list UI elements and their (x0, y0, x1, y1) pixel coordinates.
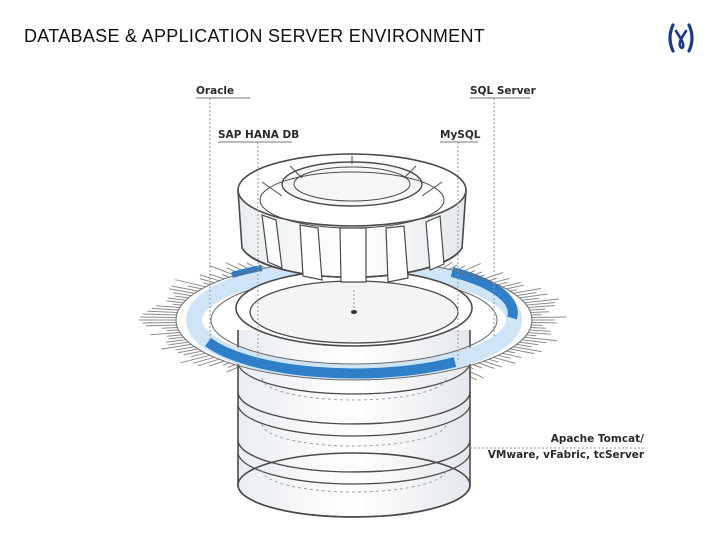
burst-tick (168, 336, 184, 340)
burst-tick (147, 310, 178, 313)
burst-tick (165, 339, 186, 343)
burst-tick (168, 341, 189, 346)
burst-tick (483, 360, 502, 368)
label-oracle: Oracle (196, 85, 234, 97)
burst-tick (183, 350, 202, 356)
burst-tick (531, 316, 567, 318)
burst-tick (140, 316, 177, 318)
burst-tick (528, 305, 555, 308)
burst-tick (442, 261, 453, 269)
burst-tick (513, 288, 541, 294)
burst-tick (528, 332, 551, 335)
burst-tick (526, 334, 537, 337)
burst-tick (506, 350, 516, 354)
burst-tick (199, 278, 215, 284)
label-mysql: MySQL (440, 129, 481, 141)
burst-tick (197, 358, 220, 367)
burst-tick (522, 297, 540, 301)
burst-tick (497, 281, 508, 286)
burst-tick (192, 356, 215, 364)
burst-tick (177, 348, 199, 354)
label-tomcat-line1: Apache Tomcat/ (551, 433, 644, 445)
burst-tick (173, 292, 192, 297)
burst-tick (493, 277, 510, 284)
burst-tick (221, 274, 230, 278)
database-disc (237, 153, 467, 283)
burst-tick (175, 346, 195, 351)
burst-tick (524, 336, 558, 342)
burst-tick (166, 329, 179, 332)
burst-tick (208, 273, 225, 280)
burst-tick (516, 343, 532, 348)
burst-tick (166, 300, 184, 304)
burst-tick (151, 307, 179, 311)
burst-tick (173, 303, 182, 306)
burst-tick (142, 322, 177, 324)
burst-tick (175, 295, 189, 299)
burst-tick (155, 305, 180, 308)
burst-tick (488, 358, 499, 363)
burst-tick (502, 282, 522, 288)
burst-tick (530, 311, 550, 313)
burst-tick (519, 341, 539, 346)
burst-tick (171, 285, 199, 292)
burst-tick (497, 354, 511, 359)
burst-tick (209, 265, 236, 276)
burst-tick (203, 282, 211, 286)
burst-tick (513, 346, 542, 353)
burst-tick (493, 356, 516, 364)
burst-tick (161, 327, 178, 329)
burst-tick (449, 264, 458, 270)
burst-tick (472, 364, 483, 369)
burst-tick (227, 364, 236, 368)
burst-tick (168, 288, 195, 294)
burst-tick (175, 279, 206, 288)
slide-title: DATABASE & APPLICATION SERVER ENVIRONMEN… (24, 26, 486, 46)
burst-tick (142, 313, 177, 316)
burst-tick (522, 339, 547, 344)
burst-tick (478, 362, 495, 369)
burst-tick (524, 298, 559, 304)
burst-tick (258, 264, 266, 269)
burst-tick (529, 329, 551, 332)
burst-tick (166, 334, 182, 337)
burst-tick (530, 327, 546, 329)
burst-tick (199, 274, 220, 282)
burst-tick (150, 332, 180, 336)
burst-tick (509, 348, 535, 355)
label-tomcat-line2: VMware, vFabric, tcServer (488, 449, 645, 461)
burst-tick (190, 352, 206, 358)
burst-tick (506, 284, 524, 290)
server-top (235, 269, 473, 347)
burst-tick (145, 324, 177, 327)
burst-tick (519, 293, 548, 299)
burst-tick (168, 297, 186, 301)
burst-tick (222, 362, 230, 366)
burst-tick (509, 289, 518, 292)
burst-tick (180, 354, 211, 364)
label-sql-server: SQL Server (470, 85, 537, 97)
burst-tick (529, 308, 546, 311)
burst-tick (161, 343, 192, 350)
logo-icon (668, 23, 694, 53)
burst-tick (502, 352, 522, 359)
burst-tick (209, 360, 225, 367)
burst-tick (516, 292, 537, 297)
burst-tick (526, 302, 556, 306)
burst-tick (187, 285, 202, 290)
label-sap-hana-db: SAP HANA DB (218, 129, 299, 141)
